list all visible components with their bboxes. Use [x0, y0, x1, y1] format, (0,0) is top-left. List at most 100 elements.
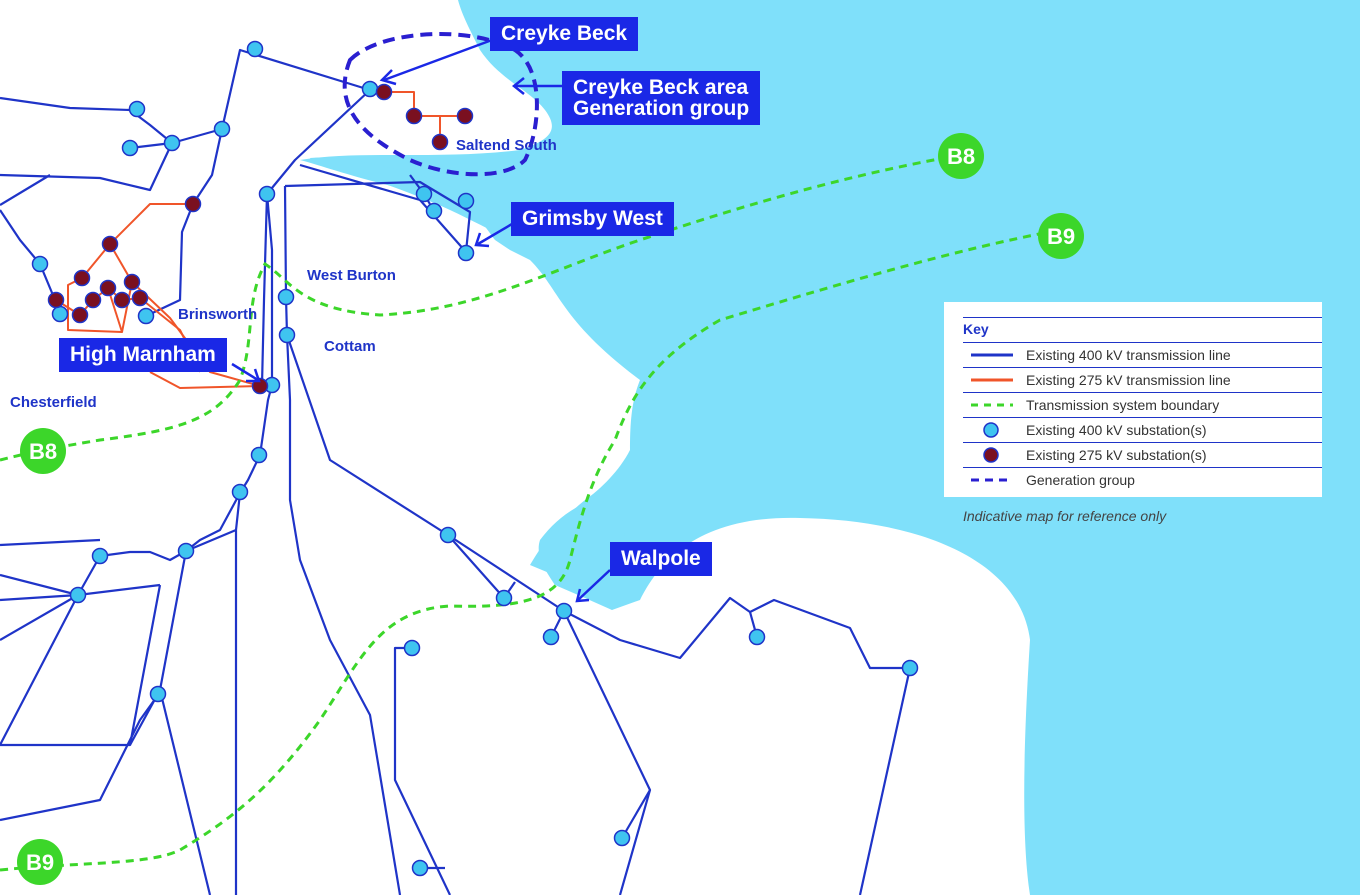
- substation-400kv: [411, 859, 429, 877]
- label-west-burton: West Burton: [307, 267, 396, 284]
- boundary-b8: [0, 153, 961, 462]
- callout-arrows: [231, 38, 611, 603]
- arrow-head: [575, 588, 590, 603]
- legend-label: Generation group: [1026, 472, 1135, 488]
- boundary-label-b9-east: B9: [1038, 213, 1084, 259]
- legend-row-line-400kv: Existing 400 kV transmission line: [963, 342, 1322, 368]
- substation-275kv: [375, 83, 393, 101]
- substation-400kv: [415, 185, 433, 203]
- substation-400kv: [69, 586, 87, 604]
- boundary-label-text: B9: [26, 850, 54, 875]
- callout-grimsby-west: Grimsby West: [511, 202, 674, 236]
- substation-400kv: [128, 100, 146, 118]
- substation-400kv: [121, 139, 139, 157]
- substation-400kv: [258, 185, 276, 203]
- boundary-label-b8-west: B8: [20, 428, 66, 474]
- substation-400kv: [277, 288, 295, 306]
- legend-symbol-boundary: [971, 403, 1013, 407]
- legend-label: Existing 275 kV substation(s): [1026, 447, 1207, 463]
- callout-walpole: Walpole: [610, 542, 712, 576]
- arrow-head: [511, 77, 525, 95]
- substation-275kv: [99, 279, 117, 297]
- substation-400kv: [748, 628, 766, 646]
- humber-estuary: [310, 157, 540, 250]
- substation-400kv: [457, 192, 475, 210]
- legend-symbol-dot-400kv: [983, 422, 999, 438]
- substation-400kv: [246, 40, 264, 58]
- substation-400kv: [250, 446, 268, 464]
- legend-label: Transmission system boundary: [1026, 397, 1220, 413]
- arrow-high-marnham: [231, 362, 259, 382]
- legend-row-generation-group: Generation group: [963, 467, 1322, 493]
- label-cottam: Cottam: [324, 338, 376, 355]
- substation-275kv: [47, 291, 65, 309]
- substations-275kv: [47, 83, 474, 395]
- legend-title: Key: [963, 321, 989, 337]
- substation-400kv: [901, 659, 919, 677]
- substation-275kv: [73, 269, 91, 287]
- substation-400kv: [51, 305, 69, 323]
- legend-row-boundary: Transmission system boundary: [963, 392, 1322, 418]
- label-chesterfield: Chesterfield: [10, 394, 97, 411]
- transmission-boundaries: [0, 153, 1061, 872]
- generation-group-boundary: [342, 31, 539, 177]
- substation-400kv: [91, 547, 109, 565]
- boundary-label-b8-east: B8: [938, 133, 984, 179]
- arrow-walpole: [577, 569, 611, 601]
- substation-400kv: [439, 526, 457, 544]
- label-saltend-south: Saltend South: [456, 137, 557, 154]
- arrow-head: [379, 69, 397, 86]
- substation-400kv: [177, 542, 195, 560]
- legend-symbol-line-400kv: [971, 353, 1013, 357]
- arrow-head: [474, 232, 490, 248]
- map-note: Indicative map for reference only: [963, 508, 1167, 524]
- callout-line: Generation group: [573, 97, 750, 120]
- substation-400kv: [542, 628, 560, 646]
- substation-275kv: [431, 133, 449, 151]
- legend-symbol-generation-group: [971, 478, 1013, 482]
- substation-275kv: [456, 107, 474, 125]
- substation-400kv: [555, 602, 573, 620]
- callout-high-marnham: High Marnham: [59, 338, 227, 372]
- substation-400kv: [278, 326, 296, 344]
- arrow-creyke-beck: [383, 38, 493, 82]
- boundary-label-text: B9: [1047, 224, 1075, 249]
- substation-275kv: [184, 195, 202, 213]
- substation-400kv: [425, 202, 443, 220]
- substation-400kv: [31, 255, 49, 273]
- arrow-head: [246, 368, 261, 383]
- boundary-label-text: B8: [947, 144, 975, 169]
- substation-275kv: [71, 306, 89, 324]
- substation-400kv: [613, 829, 631, 847]
- label-brinsworth: Brinsworth: [178, 306, 257, 323]
- substation-275kv: [123, 273, 141, 291]
- callout-line: Creyke Beck area: [573, 76, 749, 99]
- legend-label: Existing 275 kV transmission line: [1026, 372, 1231, 388]
- substation-400kv: [495, 589, 513, 607]
- substation-400kv: [457, 244, 475, 262]
- substation-275kv: [84, 291, 102, 309]
- substation-400kv: [163, 134, 181, 152]
- callout-creyke-beck: Creyke Beck: [490, 17, 639, 51]
- boundary-label-b9-west: B9: [17, 839, 63, 885]
- legend-row-line-275kv: Existing 275 kV transmission line: [963, 367, 1322, 393]
- the-wash: [538, 500, 630, 610]
- boundary-label-text: B8: [29, 439, 57, 464]
- legend-label: Existing 400 kV transmission line: [1026, 347, 1231, 363]
- substation-400kv: [403, 639, 421, 657]
- substation-275kv: [101, 235, 119, 253]
- substation-400kv: [231, 483, 249, 501]
- legend-rule: [963, 317, 1322, 318]
- legend-row-dot-275kv: Existing 275 kV substation(s): [963, 442, 1322, 468]
- legend-label: Existing 400 kV substation(s): [1026, 422, 1207, 438]
- arrow-grimsby-west: [477, 222, 513, 246]
- substation-400kv: [361, 80, 379, 98]
- substation-400kv: [149, 685, 167, 703]
- legend-symbol-line-275kv: [971, 378, 1013, 382]
- substation-275kv: [405, 107, 423, 125]
- substation-275kv: [113, 291, 131, 309]
- callout-creyke-beck-area: Creyke Beck area Generation group: [562, 71, 761, 125]
- map-legend: Key Existing 400 kV transmission line Ex…: [944, 302, 1322, 497]
- legend-row-dot-400kv: Existing 400 kV substation(s): [963, 417, 1322, 443]
- substation-400kv: [213, 120, 231, 138]
